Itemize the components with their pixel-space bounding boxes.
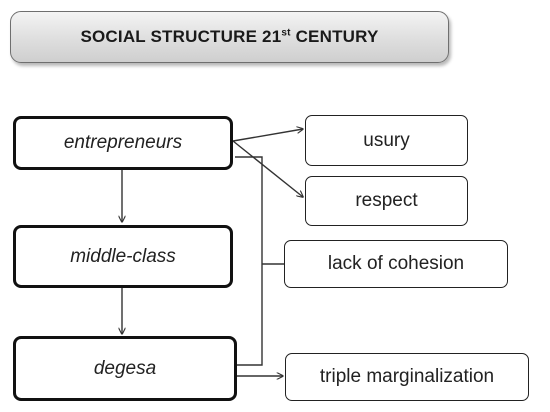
node-middle-class-label: middle-class [70,245,176,267]
arrow-entrepreneurs-to-usury [232,129,303,142]
node-degesa: degesa [13,336,237,401]
node-degesa-label: degesa [93,357,157,379]
title-main: SOCIAL STRUCTURE 21 [80,27,282,46]
node-respect: respect [305,176,468,226]
node-entrepreneurs-label: entrepreneurs [63,132,183,153]
node-usury-label: usury [363,129,410,151]
node-lack-of-cohesion: lack of cohesion [284,240,508,288]
node-triple-marginalization-label: triple marginalization [319,366,495,387]
title-suffix: CENTURY [290,27,379,46]
node-entrepreneurs: entrepreneurs [13,116,233,170]
diagram-title: SOCIAL STRUCTURE 21st CENTURY [80,27,378,47]
node-respect-label: respect [355,190,418,211]
diagram-title-box: SOCIAL STRUCTURE 21st CENTURY [10,11,449,63]
arrow-entrepreneurs-to-respect [232,140,303,197]
bracket-lack-of-cohesion [235,156,263,366]
node-triple-marginalization: triple marginalization [285,353,529,401]
title-superscript: st [281,27,291,39]
node-lack-of-cohesion-label: lack of cohesion [327,253,465,274]
node-middle-class: middle-class [13,225,233,288]
node-usury: usury [305,115,468,166]
